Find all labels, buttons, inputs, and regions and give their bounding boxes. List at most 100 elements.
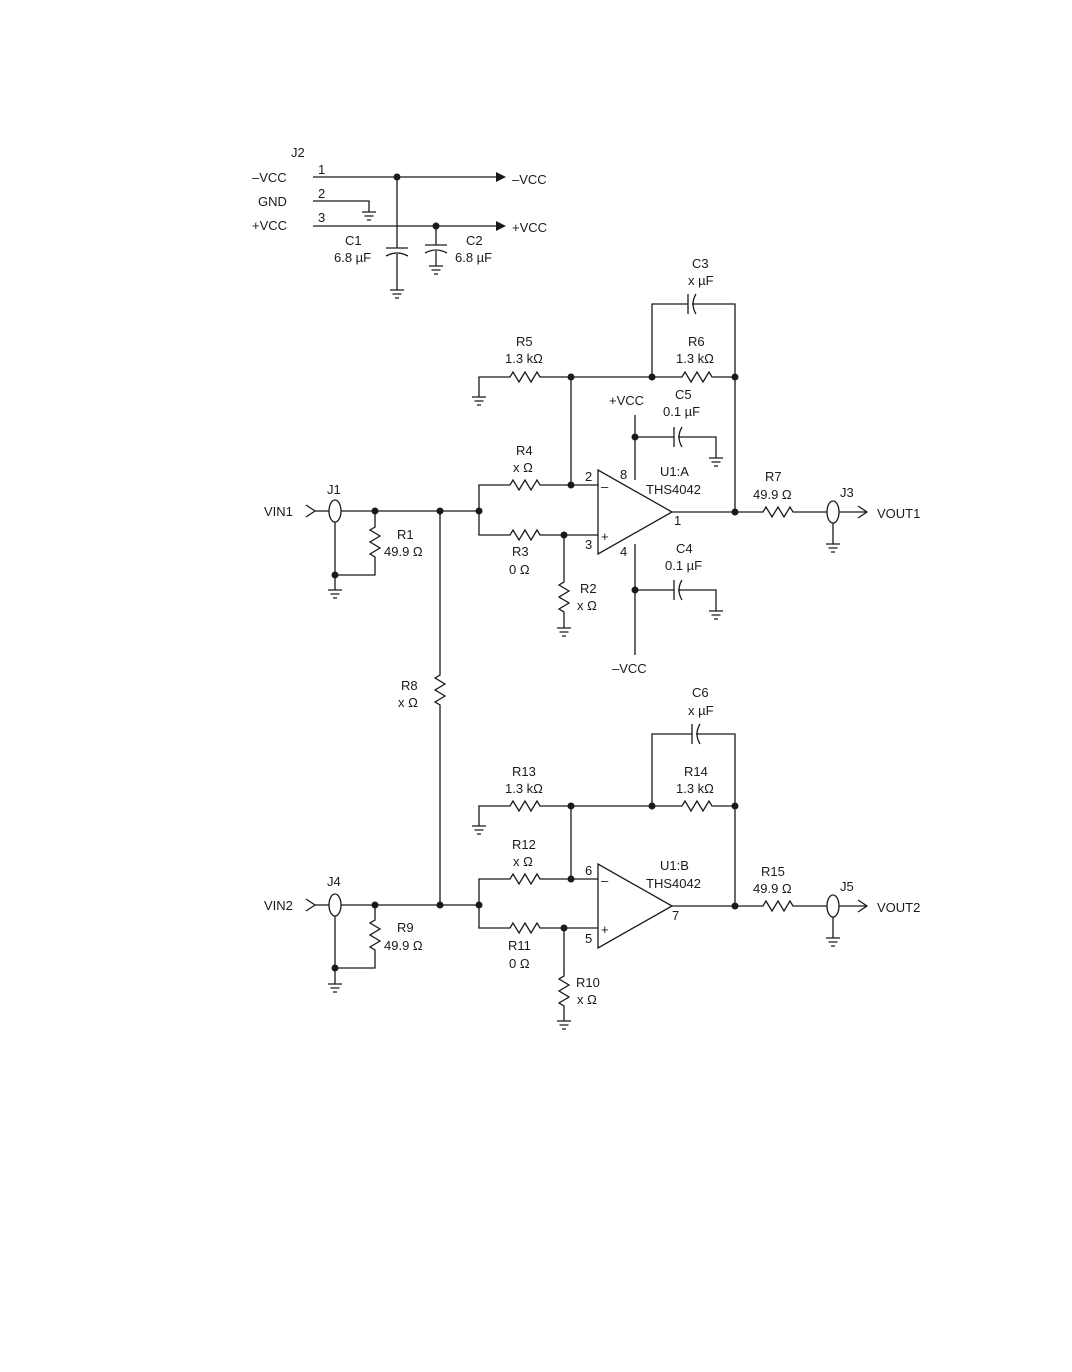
vout2-label: VOUT2 — [877, 900, 920, 915]
u1a-pin2: 2 — [585, 469, 592, 484]
u1b-pin5: 5 — [585, 931, 592, 946]
c5-name: C5 — [675, 387, 692, 402]
r14-resistor-icon — [571, 799, 735, 813]
u1b-pin6: 6 — [585, 863, 592, 878]
j3-label: J3 — [840, 485, 854, 500]
r6-value: 1.3 kΩ — [676, 351, 714, 366]
c4-name: C4 — [676, 541, 693, 556]
r13-name: R13 — [512, 764, 536, 779]
r2-resistor-icon — [557, 535, 571, 628]
r3-resistor-icon — [478, 511, 598, 542]
u1b-part: THS4042 — [646, 876, 701, 891]
channel-2: VIN2 J4 R9 49.9 Ω R12 x Ω R11 0 Ω R10 x … — [264, 685, 920, 1030]
r1-name: R1 — [397, 527, 414, 542]
r5-value: 1.3 kΩ — [505, 351, 543, 366]
u1b-opamp-icon — [597, 862, 674, 950]
r5-ground-icon — [472, 396, 486, 406]
j5-ground-icon — [826, 937, 840, 947]
c3-name: C3 — [692, 256, 709, 271]
c3-capacitor-icon — [651, 293, 736, 377]
j2-pin1-number: 1 — [318, 162, 325, 177]
channel-1: VIN1 J1 R1 49.9 Ω R4 x Ω R3 0 Ω R2 x Ω — [264, 256, 920, 676]
u1b-pin7: 7 — [672, 908, 679, 923]
j2-pin2-number: 2 — [318, 186, 325, 201]
c6-value: x µF — [688, 703, 714, 718]
u1a-plus-sign: + — [601, 529, 609, 544]
vin1-label: VIN1 — [264, 504, 293, 519]
r8-resistor-icon — [433, 511, 447, 905]
u1b-ref: U1:B — [660, 858, 689, 873]
r11-name: R11 — [508, 938, 531, 953]
r11-resistor-icon — [478, 905, 598, 935]
j2-pin3-label: +VCC — [252, 218, 287, 233]
r7-resistor-icon — [735, 505, 827, 519]
c5-ground-icon — [709, 457, 723, 467]
r12-resistor-icon — [478, 872, 598, 905]
r4-resistor-icon — [478, 478, 598, 511]
u1a-opamp-icon — [597, 468, 674, 556]
j1-ground-icon — [328, 589, 342, 599]
j2-pin1-label: –VCC — [252, 170, 287, 185]
pos-rail-arrow-icon — [496, 221, 506, 231]
u1a-ref: U1:A — [660, 464, 689, 479]
j5-label: J5 — [840, 879, 854, 894]
c6-capacitor-icon — [651, 723, 736, 806]
r2-value: x Ω — [577, 598, 597, 613]
u1a-vpos-label: +VCC — [609, 393, 644, 408]
j4-label: J4 — [327, 874, 341, 889]
c2-value: 6.8 µF — [455, 250, 492, 265]
u1a-pin8: 8 — [620, 467, 627, 482]
r8-bottom-node — [436, 901, 444, 909]
u1b-minus-sign: – — [601, 873, 609, 888]
r5-name: R5 — [516, 334, 533, 349]
r8-value: x Ω — [398, 695, 418, 710]
gnd-pin-ground-icon — [362, 211, 376, 221]
j2-label: J2 — [291, 145, 305, 160]
j4-connector-icon — [328, 893, 342, 917]
c4-capacitor-icon — [635, 579, 717, 611]
u1a-pin1: 1 — [674, 513, 681, 528]
r3-value: 0 Ω — [509, 562, 530, 577]
r9-value: 49.9 Ω — [384, 938, 423, 953]
power-supply-section: J2 1 2 3 –VCC GND +VCC –VCC +VCC C1 6.8 … — [252, 145, 547, 299]
u1a-pin4: 4 — [620, 544, 627, 559]
r9-name: R9 — [397, 920, 414, 935]
r2-ground-icon — [557, 627, 571, 637]
u1a-vneg-label: –VCC — [612, 661, 647, 676]
r3-name: R3 — [512, 544, 529, 559]
j2-pin3-number: 3 — [318, 210, 325, 225]
r1-value: 49.9 Ω — [384, 544, 423, 559]
c2-ground-icon — [429, 265, 443, 275]
r7-name: R7 — [765, 469, 782, 484]
c5-capacitor-icon — [635, 426, 717, 458]
u1a-pin3: 3 — [585, 537, 592, 552]
c1-capacitor-icon — [385, 177, 409, 290]
c2-capacitor-icon — [424, 226, 448, 266]
c1-name: C1 — [345, 233, 362, 248]
r7-value: 49.9 Ω — [753, 487, 792, 502]
j5-connector-icon — [826, 894, 840, 918]
j3-ground-icon — [826, 543, 840, 553]
j1-connector-icon — [328, 499, 342, 523]
u1b-plus-sign: + — [601, 922, 609, 937]
r5-resistor-icon — [478, 370, 571, 397]
r15-name: R15 — [761, 864, 785, 879]
r15-value: 49.9 Ω — [753, 881, 792, 896]
r8-link: R8 x Ω — [398, 511, 447, 905]
r1-resistor-icon — [335, 511, 382, 576]
r14-value: 1.3 kΩ — [676, 781, 714, 796]
r9-resistor-icon — [335, 905, 382, 969]
r13-value: 1.3 kΩ — [505, 781, 543, 796]
u1a-minus-sign: – — [601, 479, 609, 494]
vin2-arrow-icon — [305, 898, 317, 912]
c4-ground-icon — [709, 610, 723, 620]
neg-rail-arrow-icon — [496, 172, 506, 182]
r13-resistor-icon — [478, 799, 571, 826]
vin2-label: VIN2 — [264, 898, 293, 913]
c4-value: 0.1 µF — [665, 558, 702, 573]
r15-resistor-icon — [735, 899, 827, 913]
pos-rail-label: +VCC — [512, 220, 547, 235]
vin1-arrow-icon — [305, 504, 317, 518]
r13-ground-icon — [472, 825, 486, 835]
r6-resistor-icon — [571, 370, 735, 384]
